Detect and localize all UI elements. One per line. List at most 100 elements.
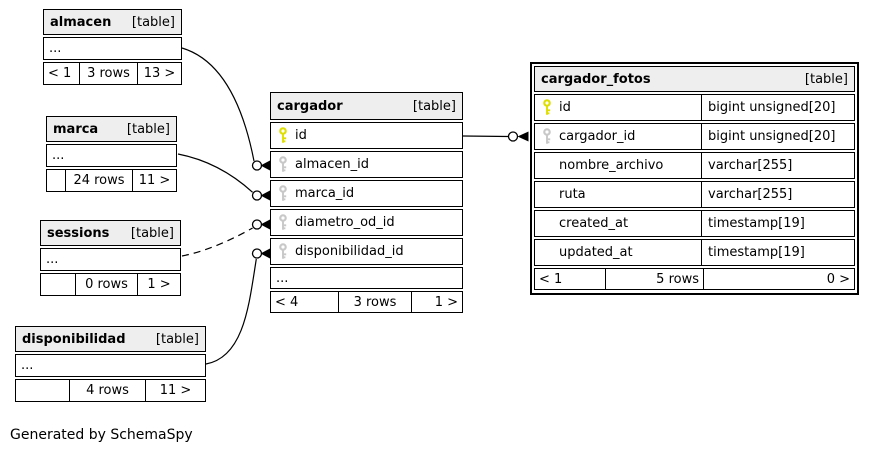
crowfoot-marker xyxy=(260,219,270,230)
footer-parents xyxy=(41,274,75,295)
footer-parents: < 1 xyxy=(539,271,563,287)
table-name[interactable]: cargador_fotos xyxy=(541,71,651,87)
foreign-key-icon xyxy=(279,214,287,230)
table-sessions[interactable]: sessions [table] ... 0 rows 1 > xyxy=(40,220,181,296)
key-slot xyxy=(271,156,295,173)
table-name[interactable]: sessions xyxy=(47,225,110,241)
table-footer: 0 rows 1 > xyxy=(40,273,181,296)
table-name[interactable]: cargador xyxy=(277,98,343,114)
table-tag: [table] xyxy=(155,331,199,347)
footer-rowcount: 4 rows xyxy=(69,380,145,401)
key-slot xyxy=(271,127,295,144)
table-tag: [table] xyxy=(126,121,170,137)
table-disponibilidad[interactable]: disponibilidad [table] ... 4 rows 11 > xyxy=(15,326,206,402)
primary-key-icon xyxy=(279,127,287,143)
footer-children: 1 > xyxy=(137,274,180,295)
foreign-key-icon xyxy=(279,243,287,259)
table-marca[interactable]: marca [table] ... 24 rows 11 > xyxy=(46,116,177,192)
key-slot xyxy=(535,99,559,116)
table-cargador[interactable]: cargador [table] id almacen_id xyxy=(270,92,463,313)
column-type: timestamp[19] xyxy=(701,211,854,236)
column-name: created_at xyxy=(559,216,629,231)
column-type: timestamp[19] xyxy=(701,240,854,265)
footer-children: 0 > xyxy=(703,269,854,289)
column-row-cargador-id[interactable]: cargador_id bigint unsigned[20] xyxy=(534,123,855,150)
table-almacen[interactable]: almacen [table] ... < 1 3 rows 13 > xyxy=(43,9,182,85)
table-header[interactable]: disponibilidad [table] xyxy=(15,326,206,352)
column-name: updated_at xyxy=(559,245,633,260)
column-name: id xyxy=(559,100,571,115)
column-row-created-at[interactable]: created_at timestamp[19] xyxy=(534,210,855,237)
footer-rowcount: 5 rows xyxy=(605,269,703,289)
edge-disponibilidad-to-cargador-disponibilidad-id xyxy=(205,248,270,365)
crowfoot-marker xyxy=(260,190,270,201)
table-header[interactable]: sessions [table] xyxy=(40,220,181,246)
zero-circle-marker xyxy=(251,219,263,230)
column-type: bigint unsigned[20] xyxy=(701,95,854,120)
column-name: disponibilidad_id xyxy=(295,244,404,259)
table-tag: [table] xyxy=(131,14,175,30)
table-footer: 4 rows 11 > xyxy=(15,379,206,402)
footer-rowcount: 3 rows xyxy=(79,63,137,84)
footer-children: 11 > xyxy=(132,170,176,191)
table-footer: 24 rows 11 > xyxy=(46,169,177,192)
table-name[interactable]: marca xyxy=(53,121,99,137)
footer-parents: < 4 xyxy=(275,294,299,310)
foreign-key-icon xyxy=(279,185,287,201)
generated-by-caption: Generated by SchemaSpy xyxy=(10,427,193,443)
table-name[interactable]: disponibilidad xyxy=(22,331,126,347)
key-slot xyxy=(271,185,295,202)
column-name: almacen_id xyxy=(295,157,369,172)
zero-circle-marker xyxy=(251,190,263,201)
column-row-updated-at[interactable]: updated_at timestamp[19] xyxy=(534,239,855,266)
table-header[interactable]: marca [table] xyxy=(46,116,177,142)
crowfoot-marker xyxy=(260,160,270,171)
columns-ellipsis: ... xyxy=(46,144,177,167)
zero-circle-marker xyxy=(251,160,263,171)
table-header[interactable]: almacen [table] xyxy=(43,9,182,35)
column-row-id[interactable]: id xyxy=(270,122,463,149)
column-row-marca-id[interactable]: marca_id xyxy=(270,180,463,207)
column-name: ruta xyxy=(559,187,586,202)
table-footer: < 1 3 rows 13 > xyxy=(43,62,182,85)
key-slot xyxy=(535,128,559,145)
table-tag: [table] xyxy=(804,71,848,87)
table-footer: < 4 3 rows 1 > xyxy=(270,291,463,313)
table-footer: < 1 5 rows 0 > xyxy=(534,268,855,290)
key-slot xyxy=(271,243,295,260)
foreign-key-icon xyxy=(543,128,551,144)
column-name: diametro_od_id xyxy=(295,215,395,230)
column-name: id xyxy=(295,128,307,143)
column-row-nombre-archivo[interactable]: nombre_archivo varchar[255] xyxy=(534,152,855,179)
zero-circle-marker xyxy=(251,248,263,259)
footer-children: 1 > xyxy=(411,292,462,312)
edge-sessions-to-cargador-diametro-od-id xyxy=(181,219,270,257)
column-row-diametro-od-id[interactable]: diametro_od_id xyxy=(270,209,463,236)
column-name: nombre_archivo xyxy=(559,158,664,173)
column-row-disponibilidad-id[interactable]: disponibilidad_id xyxy=(270,238,463,265)
edge-cargador-id-to-cargador-fotos-cargador-id xyxy=(462,131,529,142)
footer-rowcount: 3 rows xyxy=(338,292,411,312)
table-header[interactable]: cargador [table] xyxy=(270,92,463,120)
table-cargador-fotos[interactable]: cargador_fotos [table] id bigint unsigne… xyxy=(530,62,859,295)
footer-rowcount: 24 rows xyxy=(65,170,132,191)
footer-rowcount: 0 rows xyxy=(75,274,137,295)
edge-almacen-to-cargador-almacen-id xyxy=(181,47,270,171)
column-row-almacen-id[interactable]: almacen_id xyxy=(270,151,463,178)
column-row-ruta[interactable]: ruta varchar[255] xyxy=(534,181,855,208)
column-name: marca_id xyxy=(295,186,355,201)
footer-children: 11 > xyxy=(145,380,205,401)
zero-circle-marker xyxy=(507,131,519,142)
table-name[interactable]: almacen xyxy=(50,14,112,30)
crowfoot-marker xyxy=(517,131,529,142)
columns-ellipsis: ... xyxy=(15,354,206,377)
footer-parents xyxy=(16,380,69,401)
column-row-id[interactable]: id bigint unsigned[20] xyxy=(534,94,855,121)
column-type: bigint unsigned[20] xyxy=(701,124,854,149)
columns-ellipsis: ... xyxy=(270,267,463,289)
crowfoot-marker xyxy=(260,248,270,259)
table-tag: [table] xyxy=(412,98,456,114)
table-header[interactable]: cargador_fotos [table] xyxy=(534,66,855,92)
